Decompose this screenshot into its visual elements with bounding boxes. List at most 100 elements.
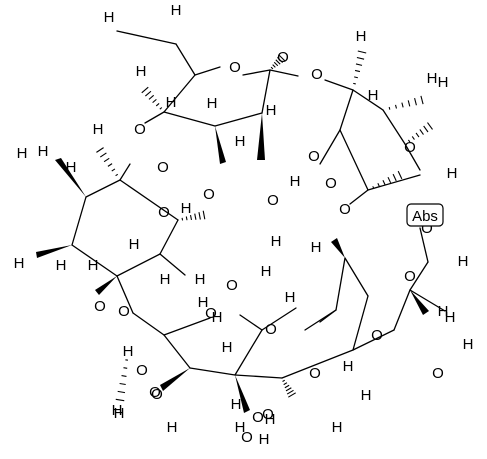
bond-19 — [349, 189, 369, 205]
hash-tick — [115, 398, 125, 402]
atom-label: H — [166, 94, 177, 111]
bond-13 — [382, 109, 406, 145]
atom-label: H — [93, 121, 104, 138]
hash-tick — [415, 132, 420, 138]
hash-tick — [148, 94, 155, 100]
wedge-bond-5 — [215, 126, 226, 164]
hash-tick — [152, 98, 157, 104]
atom-label: O — [157, 159, 169, 176]
bond-27 — [159, 253, 186, 276]
atom-label: O — [311, 66, 323, 83]
wedge-bond-4 — [257, 113, 265, 160]
atom-label: H — [368, 87, 379, 104]
hash-tick — [198, 212, 201, 220]
atom-label: H — [167, 419, 178, 436]
hashed-bond-6 — [372, 170, 403, 189]
atom-label: H — [259, 431, 270, 448]
bond-46 — [409, 289, 446, 312]
stereo-tag-frame — [406, 203, 444, 227]
hash-tick — [99, 152, 107, 158]
hash-tick — [411, 136, 415, 140]
bond-1 — [116, 30, 177, 45]
hash-tick — [397, 170, 403, 180]
wedge-bond-6 — [160, 368, 190, 391]
hash-tick — [159, 107, 163, 110]
hash-tick — [282, 379, 286, 382]
atom-label: H — [311, 239, 322, 256]
hashed-bond-2 — [270, 54, 286, 70]
wedge-bond-9 — [410, 290, 429, 315]
hash-tick — [141, 86, 149, 94]
atom-label: H — [129, 236, 140, 253]
bond-32 — [189, 367, 236, 376]
hash-tick — [414, 97, 417, 106]
bond-31 — [163, 334, 191, 369]
bond-42 — [352, 329, 395, 351]
hash-tick — [357, 50, 367, 54]
hash-tick — [107, 163, 113, 167]
hash-tick — [202, 210, 206, 220]
hash-tick — [276, 56, 284, 64]
stereo-tag-label: Abs — [412, 208, 438, 225]
atom-label: O — [421, 220, 433, 237]
atom-label: H — [235, 133, 246, 150]
bond-30 — [163, 317, 211, 336]
hash-tick — [117, 390, 126, 394]
atom-label: H — [285, 289, 296, 306]
bond-39 — [344, 257, 369, 297]
hashed-bond-10 — [96, 147, 119, 177]
stereo-tag: Abs — [406, 203, 444, 227]
bond-36 — [234, 374, 283, 379]
bond-47 — [304, 309, 337, 331]
hash-tick — [407, 100, 411, 107]
hash-tick — [420, 95, 424, 105]
bond-10 — [163, 111, 216, 127]
hash-tick — [355, 63, 363, 66]
atom-label: H — [427, 70, 438, 87]
hash-tick — [353, 82, 356, 85]
bond-21 — [71, 196, 87, 246]
bond-40 — [335, 257, 346, 311]
atom-label: O — [404, 268, 416, 285]
atom-label: O — [205, 305, 217, 322]
atom-label: H — [438, 74, 449, 91]
hash-tick — [407, 139, 411, 143]
hash-tick — [96, 147, 104, 153]
bond-11 — [324, 79, 354, 91]
atom-label: O — [404, 139, 416, 156]
atom-label: H — [160, 271, 171, 288]
atom-label: H — [14, 255, 25, 272]
atom-label: O — [94, 298, 106, 315]
atom-label: H — [235, 419, 246, 436]
hash-tick — [121, 375, 127, 377]
hash-tick — [372, 186, 375, 189]
hash-tick — [354, 76, 358, 79]
bond-35 — [239, 314, 263, 331]
bond-15 — [339, 89, 354, 131]
hash-tick — [189, 214, 193, 221]
atom-label: H — [66, 159, 77, 176]
atom-label: H — [56, 257, 67, 274]
wedge-bond-3 — [95, 276, 117, 295]
atom-label: H — [88, 257, 99, 274]
atom-label: H — [212, 309, 223, 326]
hash-tick — [388, 106, 391, 110]
bond-4 — [144, 111, 165, 124]
hash-tick — [284, 384, 290, 389]
atom-label: H — [356, 28, 367, 45]
hashed-bond-9 — [181, 210, 206, 221]
hashed-bond-4 — [388, 95, 424, 110]
atom-label: O — [136, 362, 148, 379]
bond-6 — [242, 69, 271, 76]
atom-label: H — [266, 102, 277, 119]
bond-33 — [234, 329, 263, 376]
bond-2 — [175, 43, 196, 76]
bond-9 — [214, 112, 263, 127]
bond-45 — [419, 227, 429, 263]
atom-label: O — [267, 192, 279, 209]
atom-label: H — [198, 294, 209, 311]
atom-label: O — [118, 303, 130, 320]
hash-tick — [288, 392, 296, 398]
hash-tick — [423, 125, 429, 133]
